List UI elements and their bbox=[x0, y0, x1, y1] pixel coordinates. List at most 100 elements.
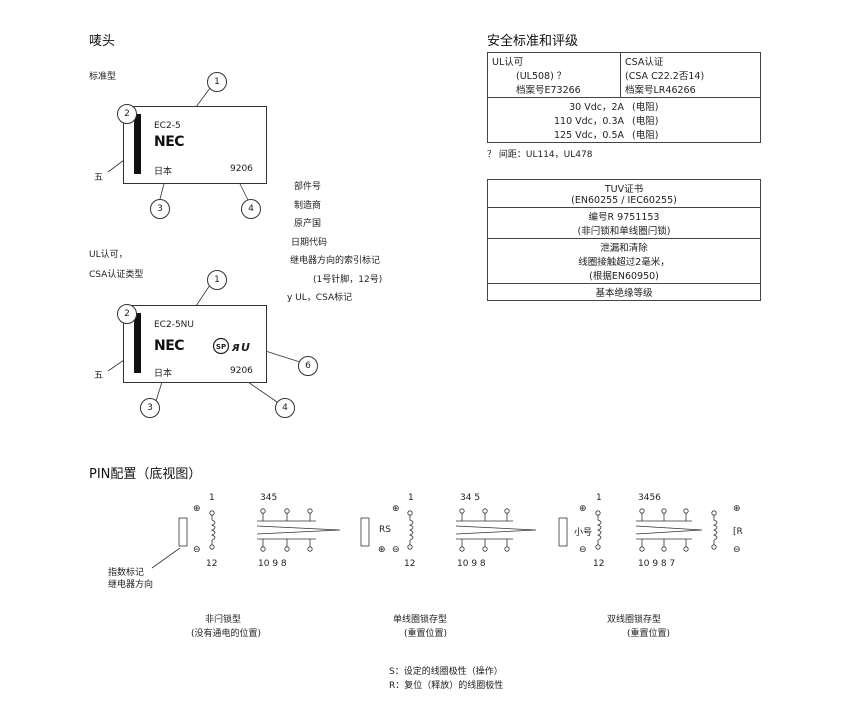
csa-ul-mark-icon: SP ᴙ U bbox=[212, 337, 250, 355]
d3-pin-top-left: 1 bbox=[596, 493, 602, 503]
relay1-brand-logo: NEC bbox=[154, 134, 185, 150]
csa-standard: (CSA C22.2否14) bbox=[625, 71, 705, 82]
tuv-row-2: 编号R 9751153 (非闩锁和单线圈闩锁) bbox=[487, 207, 761, 239]
index-mark-label-1: 指数标记 bbox=[108, 568, 145, 578]
rating-type: (电阻) bbox=[632, 116, 659, 127]
relay2-date-code: 9206 bbox=[230, 366, 253, 376]
legend-item-6: (1号针脚，12号) bbox=[313, 275, 383, 285]
relay2-callout-4: 4 bbox=[275, 398, 295, 418]
relay2-type-label-2: CSA认证类型 bbox=[89, 270, 144, 280]
relay2-callout-1: 1 bbox=[207, 270, 227, 290]
rating-row: 110 Vdc，0.3A (电阻) bbox=[492, 113, 756, 127]
caption-2-sub: (重置位置) bbox=[404, 629, 448, 639]
caption-1-sub: (没有通电的位置) bbox=[191, 629, 262, 639]
rating-voltage: 125 Vdc，0.5A bbox=[553, 130, 624, 141]
d2-pin-top-left: 1 bbox=[408, 493, 414, 503]
d3-coil-right-label: [R bbox=[733, 527, 743, 537]
ul-footnote: ？ 间距：UL114，UL478 bbox=[487, 150, 593, 160]
svg-text:ᴙ: ᴙ bbox=[231, 340, 240, 354]
svg-text:U: U bbox=[241, 341, 250, 354]
d3-minus-right-icon: ⊖ bbox=[733, 545, 741, 555]
index-mark-label-2: 继电器方向 bbox=[108, 580, 154, 590]
d3-minus-icon: ⊖ bbox=[579, 545, 587, 555]
legend-item-2: 制造商 bbox=[294, 201, 322, 211]
relay1-date-code: 9206 bbox=[230, 164, 253, 174]
d1-pin-bot-left: 12 bbox=[206, 559, 218, 569]
relay1-callout-1: 1 bbox=[207, 72, 227, 92]
relay1-callout-3: 3 bbox=[150, 199, 170, 219]
d3-pin-top-right: 3456 bbox=[638, 493, 661, 503]
rating-voltage: 110 Vdc，0.3A bbox=[553, 116, 624, 127]
d2-coil-label: RS bbox=[379, 525, 391, 535]
index-mark-bar bbox=[134, 114, 141, 174]
legend-item-5: 继电器方向的索引标记 bbox=[290, 256, 381, 266]
relay2-part-no: EC2-5NU bbox=[154, 320, 194, 330]
note-set: S：设定的线圈极性（操作） bbox=[389, 667, 503, 677]
d2-plus-bottom-icon: ⊕ bbox=[378, 545, 386, 555]
relay2-brand-logo: NEC bbox=[154, 338, 185, 354]
relay1-part-no: EC2-5 bbox=[154, 121, 181, 131]
legend-item-7: у UL，CSA标记 bbox=[287, 293, 353, 303]
ul-csa-table: UL认可 (UL508) ？ 档案号E73266 CSA认证 (CSA C22.… bbox=[487, 52, 761, 143]
tuv-number: 编号R 9751153 bbox=[588, 212, 660, 223]
csa-title: CSA认证 bbox=[625, 57, 664, 68]
d1-minus-icon: ⊖ bbox=[193, 545, 201, 555]
legend-item-4: 日期代码 bbox=[291, 238, 328, 248]
d1-pin-top-left: 1 bbox=[209, 493, 215, 503]
tuv-standard: (EN60255 / IEC60255) bbox=[571, 195, 677, 206]
relay2-callout-2: 2 bbox=[117, 304, 137, 324]
d2-pin-top-right: 34 5 bbox=[460, 493, 481, 503]
d2-plus-icon: ⊕ bbox=[392, 504, 400, 514]
d1-plus-icon: ⊕ bbox=[193, 504, 201, 514]
rating-row: 30 Vdc，2A (电阻) bbox=[492, 99, 756, 113]
d3-pin-bot-left: 12 bbox=[593, 559, 605, 569]
tuv-basis: (根据EN60950) bbox=[589, 271, 659, 282]
relay2-type-label-1: UL认可， bbox=[89, 250, 128, 260]
d2-pin-bot-left: 12 bbox=[404, 559, 416, 569]
ul-title: UL认可 bbox=[492, 57, 524, 68]
tuv-clearance: 线圈接触超过2毫米， bbox=[578, 257, 670, 268]
rating-type: (电阻) bbox=[632, 130, 659, 141]
d3-plus-right-icon: ⊕ bbox=[733, 504, 741, 514]
tuv-cert: TUV证书 bbox=[604, 184, 644, 195]
relay1-type-label: 标准型 bbox=[89, 72, 117, 82]
relay2-callout-5: 五 bbox=[94, 371, 104, 381]
rating-row: 125 Vdc，0.5A (电阻) bbox=[492, 127, 756, 141]
caption-3-title: 双线圈锁存型 bbox=[607, 615, 662, 625]
note-reset: R：复位（释放）的线圈极性 bbox=[389, 681, 504, 691]
relay2-callout-3: 3 bbox=[140, 398, 160, 418]
relay2-callout-6: 6 bbox=[298, 356, 318, 376]
tuv-row-3: 泄漏和清除 线圈接触超过2毫米， (根据EN60950) bbox=[487, 238, 761, 284]
d3-pin-bot-right: 10 9 8 7 bbox=[638, 559, 676, 569]
d2-minus-icon: ⊖ bbox=[392, 545, 400, 555]
relay1-origin: 日本 bbox=[154, 167, 173, 177]
csa-cell: CSA认证 (CSA C22.2否14) 档案号LR46266 bbox=[620, 52, 761, 98]
caption-3-sub: (重置位置) bbox=[627, 629, 671, 639]
rating-voltage: 30 Vdc，2A bbox=[569, 102, 624, 113]
d1-pin-top-right: 345 bbox=[260, 493, 278, 503]
csa-file-no: 档案号LR46266 bbox=[625, 85, 696, 96]
tuv-leakage: 泄漏和清除 bbox=[600, 243, 648, 254]
tuv-table: TUV证书 (EN60255 / IEC60255) 编号R 9751153 (… bbox=[487, 179, 761, 301]
marking-title: 唛头 bbox=[89, 34, 116, 49]
legend-item-1: 部件号 bbox=[294, 182, 322, 192]
ul-file-no: 档案号E73266 bbox=[516, 85, 581, 96]
d2-pin-bot-right: 10 9 8 bbox=[457, 559, 486, 569]
safety-title: 安全标准和评级 bbox=[487, 34, 579, 49]
tuv-row-1: TUV证书 (EN60255 / IEC60255) bbox=[487, 179, 761, 208]
d3-coil-left-label: 小号 bbox=[574, 528, 593, 538]
rating-type: (电阻) bbox=[632, 102, 659, 113]
ratings-cell: 30 Vdc，2A (电阻) 110 Vdc，0.3A (电阻) 125 Vdc… bbox=[487, 97, 761, 143]
relay1-callout-4: 4 bbox=[241, 199, 261, 219]
svg-text:SP: SP bbox=[216, 343, 226, 351]
caption-2-title: 单线圈锁存型 bbox=[393, 615, 448, 625]
caption-1-title: 非闩锁型 bbox=[205, 615, 242, 625]
relay2-body: EC2-5NU NEC SP ᴙ U 日本 9206 bbox=[123, 305, 267, 383]
legend-item-3: 原产国 bbox=[294, 219, 322, 229]
relay1-callout-2: 2 bbox=[117, 104, 137, 124]
ul-cell: UL认可 (UL508) ？ 档案号E73266 bbox=[487, 52, 621, 98]
pin-title: PIN配置（底视图） bbox=[89, 467, 202, 482]
tuv-row-4: 基本绝缘等级 bbox=[487, 283, 761, 301]
relay1-callout-5: 五 bbox=[94, 173, 104, 183]
ul-standard: (UL508) ？ bbox=[516, 71, 567, 82]
